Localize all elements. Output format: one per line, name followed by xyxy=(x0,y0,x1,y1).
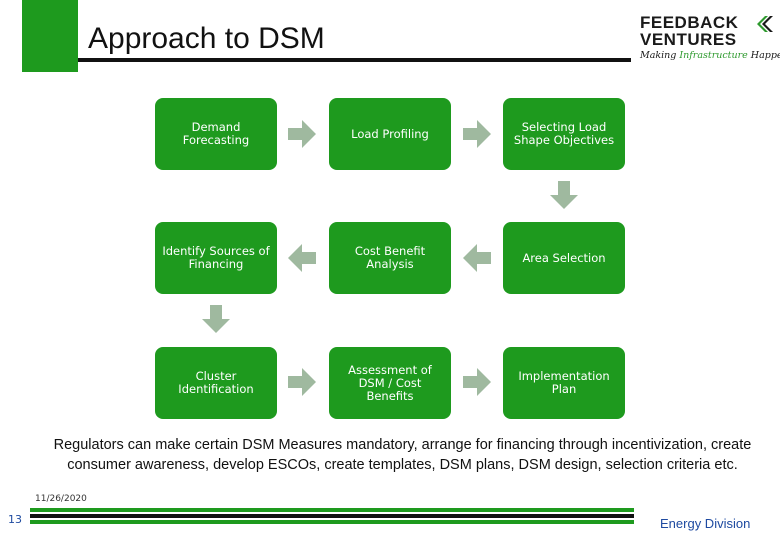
logo-tagline: Making Infrastructure Happen xyxy=(640,50,780,61)
arrow-right-icon xyxy=(463,120,491,148)
arrow-left-icon xyxy=(463,244,491,272)
slide-caption: Regulators can make certain DSM Measures… xyxy=(53,437,752,473)
logo-tagline-end: Happen xyxy=(750,50,780,61)
logo-tagline-green: Infrastructure xyxy=(679,50,748,61)
logo-line-2: VENTURES xyxy=(640,30,737,49)
step-load-profiling: Load Profiling xyxy=(329,98,451,170)
title-accent-block xyxy=(22,0,78,72)
title-underline xyxy=(78,58,631,62)
logo-line-1: FEEDBACK xyxy=(640,13,739,32)
footer-rule-green-top xyxy=(30,508,634,512)
step-assessment-of-dsm: Assessment of DSM / Cost Benefits xyxy=(329,347,451,419)
footer-division-label: Energy Division xyxy=(660,516,751,531)
arrow-right-icon xyxy=(288,120,316,148)
arrow-down-icon xyxy=(202,305,230,333)
step-area-selection: Area Selection xyxy=(503,222,625,294)
footer-rule-black xyxy=(30,514,634,518)
arrow-right-icon xyxy=(463,368,491,396)
step-cost-benefit-analysis: Cost Benefit Analysis xyxy=(329,222,451,294)
slide-title: Approach to DSM xyxy=(88,22,325,55)
step-identify-sources-of-financing: Identify Sources of Financing xyxy=(155,222,277,294)
step-cluster-identification: Cluster Identification xyxy=(155,347,277,419)
slide-date: 11/26/2020 xyxy=(35,494,87,504)
step-selecting-load-shape-objectives: Selecting Load Shape Objectives xyxy=(503,98,625,170)
arrow-down-icon xyxy=(550,181,578,209)
arrow-right-icon xyxy=(288,368,316,396)
arrow-left-icon xyxy=(288,244,316,272)
step-implementation-plan: Implementation Plan xyxy=(503,347,625,419)
feedback-ventures-logo: FEEDBACK VENTURES Making Infrastructure … xyxy=(640,13,780,66)
logo-tagline-start: Making xyxy=(640,50,680,61)
logo-chevron-icon xyxy=(757,16,773,32)
page-number: 13 xyxy=(8,513,22,526)
footer-rule-green-bottom xyxy=(30,520,634,524)
step-demand-forecasting: Demand Forecasting xyxy=(155,98,277,170)
